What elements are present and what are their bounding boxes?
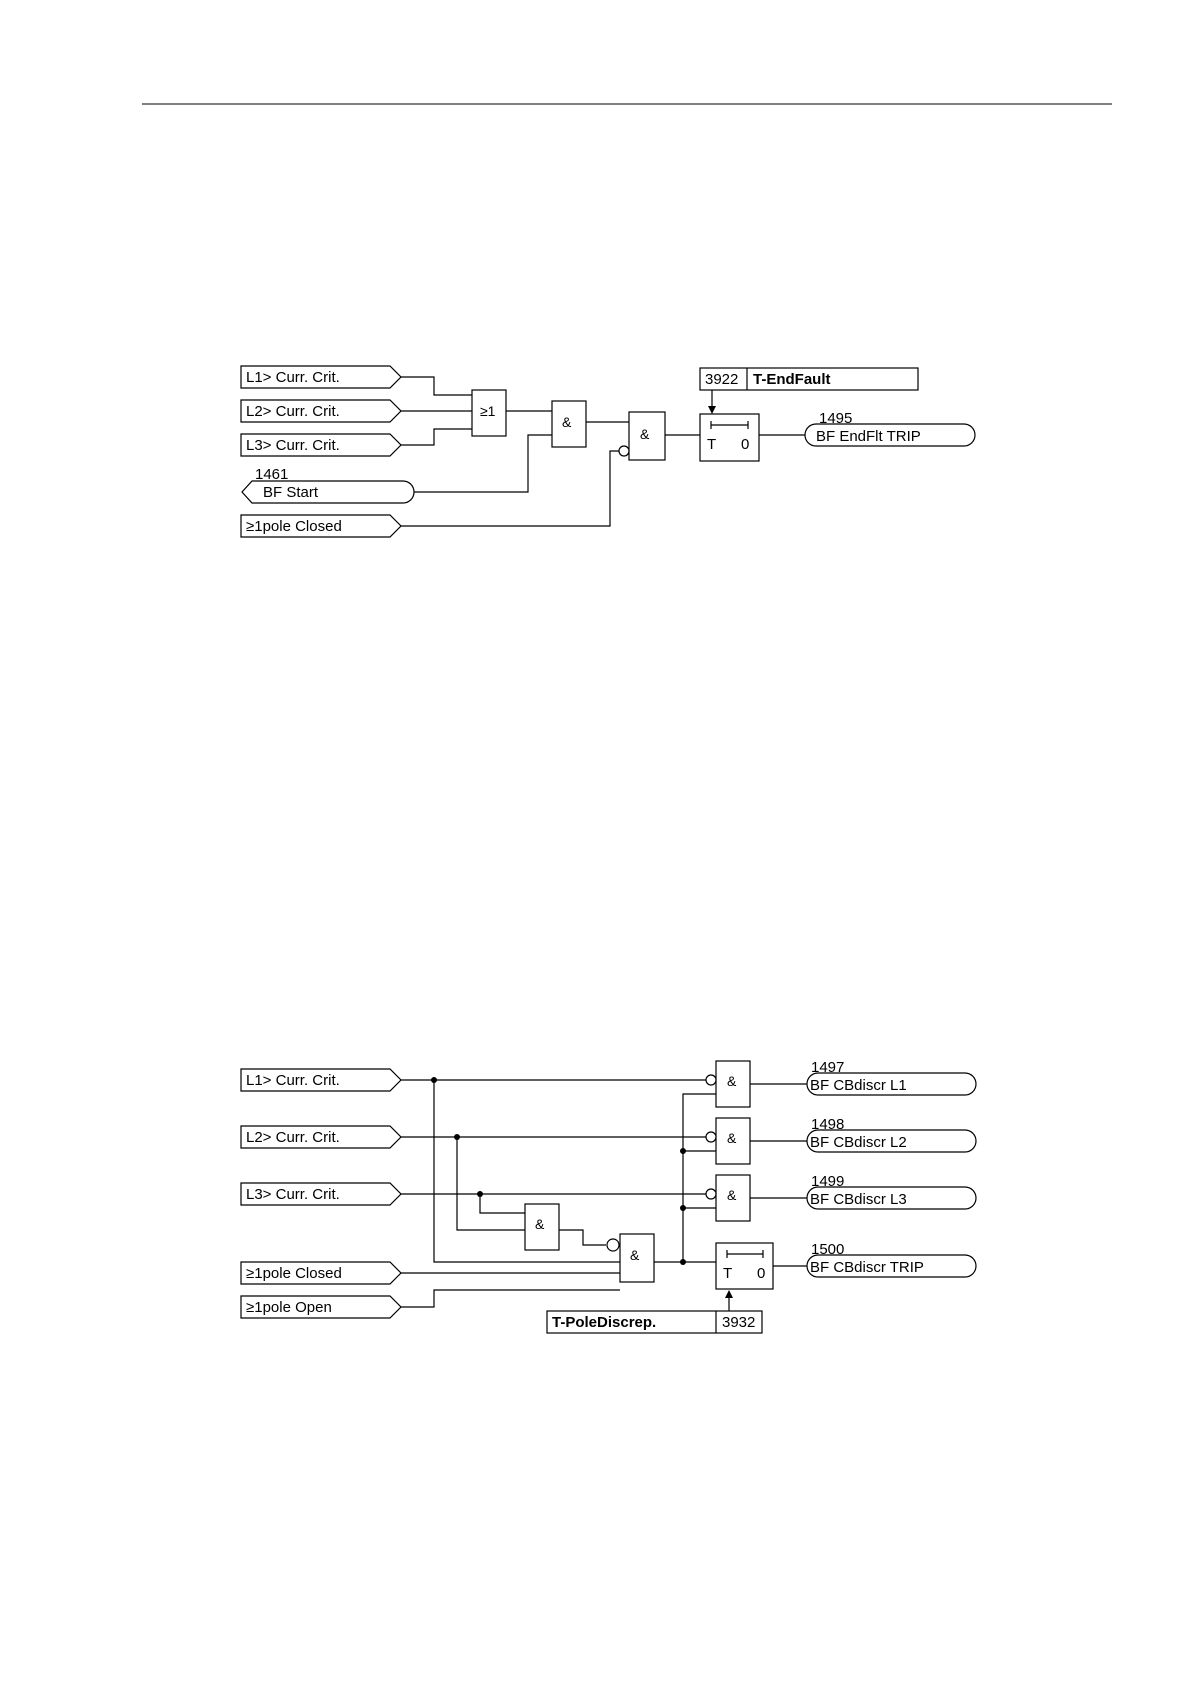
input-tag-label: ≥1pole Open — [246, 1299, 332, 1316]
junction-dot — [680, 1148, 686, 1154]
input-tag-label: L2> Curr. Crit. — [246, 403, 340, 420]
setting-number: 3932 — [722, 1314, 755, 1331]
junction-dot — [431, 1077, 437, 1083]
wire — [682, 1093, 716, 1262]
and-gate — [619, 1233, 655, 1283]
output-tag-bf-cbdiscr-l2 — [806, 1129, 977, 1153]
message-number: 1497 — [811, 1059, 844, 1076]
setting-number: 3922 — [705, 371, 738, 388]
and-gate — [715, 1117, 751, 1165]
wire — [456, 1137, 525, 1231]
setting-name: T-PoleDiscrep. — [552, 1314, 656, 1331]
wire — [401, 450, 619, 527]
input-tag-label: ≥1pole Closed — [246, 518, 342, 535]
gate-symbol: & — [727, 1130, 737, 1146]
negation-circle — [705, 1074, 717, 1086]
arrowhead — [725, 1290, 733, 1298]
wire — [401, 428, 472, 446]
wire — [401, 376, 472, 396]
input-tag-l3-curr-crit — [240, 433, 402, 457]
wire — [559, 1229, 606, 1246]
and-gate — [628, 411, 666, 461]
input-tag-label: ≥1pole Closed — [246, 1265, 342, 1282]
setting-name: T-EndFault — [753, 371, 831, 388]
gate-symbol: & — [640, 426, 650, 442]
output-tag-bf-cbdiscr-l3 — [806, 1186, 977, 1210]
negation-circle — [618, 445, 630, 457]
timer-t-label: T — [707, 436, 716, 453]
wire — [401, 1289, 620, 1308]
input-tag-label: BF Start — [263, 484, 319, 501]
timer-delay-mark — [710, 421, 749, 429]
negation-circle — [705, 1188, 717, 1200]
output-tag-bf-cbdiscr-trip — [806, 1254, 977, 1278]
timer-zero-label: 0 — [741, 436, 749, 453]
message-number: 1500 — [811, 1241, 844, 1258]
negation-circle — [705, 1131, 717, 1143]
message-number: 1461 — [255, 466, 288, 483]
logic-diagram-end-fault: L1> Curr. Crit. L2> Curr. Crit. L3> Curr… — [240, 365, 976, 538]
output-tag-label: BF CBdiscr TRIP — [810, 1259, 924, 1276]
input-tag-l2-curr-crit — [240, 399, 402, 423]
input-tag-l1-curr-crit — [240, 365, 402, 389]
or-gate — [471, 389, 507, 437]
input-tag-label: L1> Curr. Crit. — [246, 369, 340, 386]
setting-box-t-endfault — [699, 367, 919, 391]
input-tag-label: L1> Curr. Crit. — [246, 1072, 340, 1089]
junction-dot — [680, 1259, 686, 1265]
input-tag-label: L2> Curr. Crit. — [246, 1129, 340, 1146]
wire — [479, 1194, 525, 1214]
gate-symbol: & — [562, 414, 572, 430]
gate-symbol: & — [727, 1073, 737, 1089]
message-number: 1498 — [811, 1116, 844, 1133]
timer-t-label: T — [723, 1265, 732, 1282]
message-number: 1499 — [811, 1173, 844, 1190]
output-tag-label: BF CBdiscr L2 — [810, 1134, 907, 1151]
gate-symbol: & — [630, 1247, 640, 1263]
wire — [414, 434, 552, 493]
input-tag-label: L3> Curr. Crit. — [246, 1186, 340, 1203]
output-tag-bf-endflt-trip — [804, 423, 976, 447]
input-tag-l1-curr-crit — [240, 1068, 402, 1092]
setting-box-t-polediscrep — [546, 1310, 763, 1334]
input-tag-bf-start — [241, 480, 415, 504]
and-gate — [524, 1203, 560, 1251]
timer-zero-label: 0 — [757, 1265, 765, 1282]
gate-symbol: & — [535, 1216, 545, 1232]
and-gate — [551, 400, 587, 448]
logic-diagram-pole-discrepancy: L1> Curr. Crit. L2> Curr. Crit. L3> Curr… — [240, 1059, 977, 1334]
output-tag-bf-cbdiscr-l1 — [806, 1072, 977, 1096]
output-tag-label: BF CBdiscr L1 — [810, 1077, 907, 1094]
gate-symbol: ≥1 — [480, 403, 496, 419]
junction-dot — [454, 1134, 460, 1140]
and-gate — [715, 1174, 751, 1222]
arrowhead — [708, 406, 716, 414]
input-tag-l2-curr-crit — [240, 1125, 402, 1149]
timer-delay-mark — [726, 1250, 764, 1258]
junction-dot — [680, 1205, 686, 1211]
wire — [433, 1080, 620, 1263]
input-tag-l3-curr-crit — [240, 1182, 402, 1206]
gate-symbol: & — [727, 1187, 737, 1203]
output-tag-label: BF CBdiscr L3 — [810, 1191, 907, 1208]
negation-circle — [606, 1238, 620, 1252]
timer-block — [699, 413, 760, 462]
message-number: 1495 — [819, 410, 852, 427]
output-tag-label: BF EndFlt TRIP — [816, 428, 921, 445]
input-tag-pole-closed — [240, 1261, 402, 1285]
input-tag-pole-closed — [240, 514, 402, 538]
input-tag-pole-open — [240, 1295, 402, 1319]
input-tag-label: L3> Curr. Crit. — [246, 437, 340, 454]
junction-dot — [477, 1191, 483, 1197]
